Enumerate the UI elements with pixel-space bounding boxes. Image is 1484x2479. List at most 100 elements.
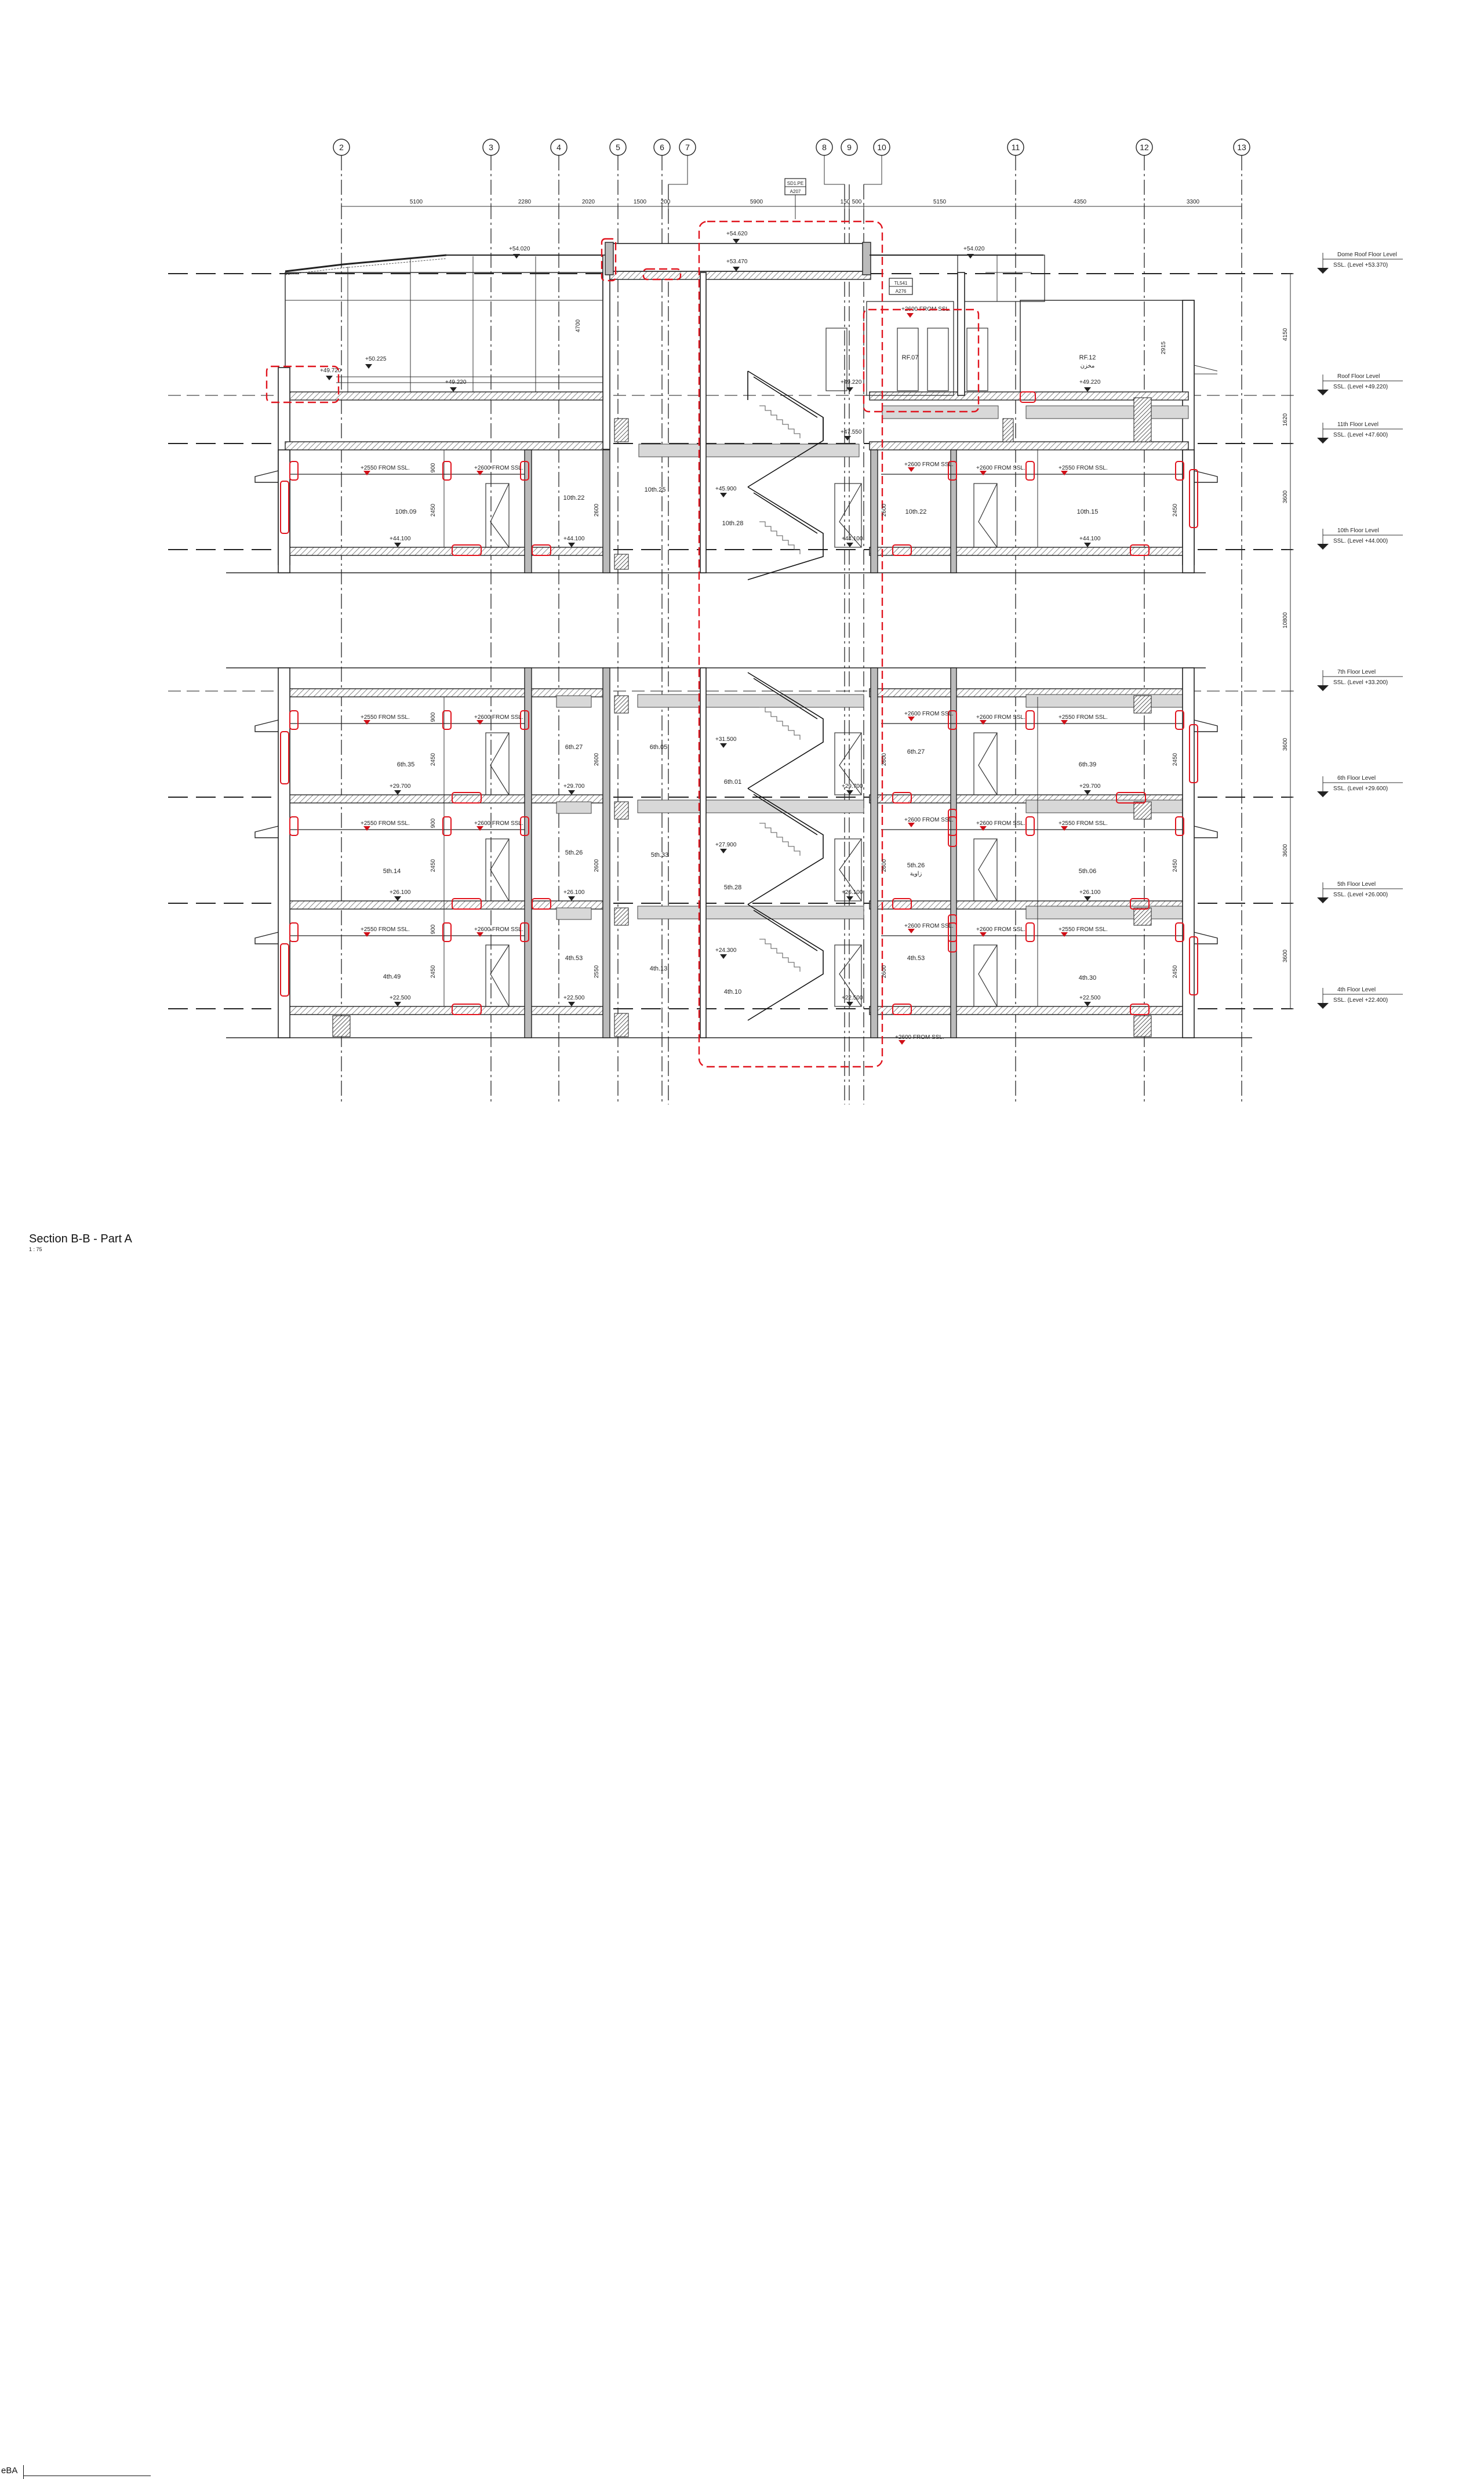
svg-text:+53.470: +53.470: [726, 259, 748, 265]
svg-text:2600: 2600: [594, 753, 600, 766]
svg-text:2600: 2600: [881, 753, 888, 766]
room-dims: 900 2450 2600 2600 2450 900 2450 2600 26…: [430, 463, 1179, 978]
svg-text:4th Floor Level: 4th Floor Level: [1337, 987, 1376, 993]
svg-text:10th.15: 10th.15: [1077, 508, 1099, 515]
svg-text:+2600 FROM SSL.: +2600 FROM SSL.: [904, 923, 954, 929]
svg-text:900: 900: [430, 463, 437, 472]
svg-text:3600: 3600: [1282, 490, 1289, 503]
svg-text:8: 8: [822, 143, 827, 152]
svg-text:SSL. (Level +33.200): SSL. (Level +33.200): [1333, 679, 1388, 686]
grid-bubble-9: 9: [841, 139, 858, 156]
svg-text:+22.500: +22.500: [1079, 995, 1101, 1001]
svg-text:5: 5: [616, 143, 620, 152]
svg-text:+22.500: +22.500: [563, 995, 585, 1001]
svg-text:Dome Roof Floor Level: Dome Roof Floor Level: [1337, 252, 1397, 258]
svg-text:12: 12: [1140, 143, 1149, 152]
svg-text:+2600 FROM SSL.: +2600 FROM SSL.: [474, 465, 523, 471]
svg-text:A276: A276: [896, 289, 907, 294]
svg-text:+22.500: +22.500: [842, 995, 863, 1001]
svg-text:2600: 2600: [594, 503, 600, 517]
svg-text:2: 2: [339, 143, 344, 152]
svg-text:2600: 2600: [594, 859, 600, 872]
grid-bubble-8: 8: [816, 139, 833, 156]
svg-text:TL541: TL541: [894, 281, 908, 286]
svg-text:SSL. (Level +49.220): SSL. (Level +49.220): [1333, 384, 1388, 390]
svg-text:+2600 FROM SSL.: +2600 FROM SSL.: [904, 461, 954, 468]
svg-text:2450: 2450: [1172, 859, 1179, 872]
svg-text:6th.39: 6th.39: [1079, 761, 1097, 768]
svg-text:+44.100: +44.100: [842, 536, 863, 542]
svg-text:+2600 FROM SSL.: +2600 FROM SSL.: [976, 465, 1025, 471]
side-dimension-chain: 4150 1620 3600 10800 3600 3600 3600: [1282, 273, 1294, 1009]
svg-text:2600: 2600: [881, 859, 888, 872]
svg-text:4th.10: 4th.10: [724, 988, 742, 995]
floor-annotations: +2550 FROM SSL. +2600 FROM SSL. +2600 FR…: [361, 429, 1179, 1045]
svg-text:3300: 3300: [1187, 199, 1200, 205]
svg-text:SSL. (Level +29.600): SSL. (Level +29.600): [1333, 786, 1388, 792]
svg-text:+2550 FROM SSL.: +2550 FROM SSL.: [361, 714, 410, 721]
svg-text:3: 3: [489, 143, 493, 152]
svg-text:+44.100: +44.100: [390, 536, 411, 542]
svg-text:10th Floor Level: 10th Floor Level: [1337, 528, 1379, 534]
svg-text:SSL. (Level +44.000): SSL. (Level +44.000): [1333, 538, 1388, 544]
svg-text:+49.720: +49.720: [320, 368, 341, 374]
svg-text:13: 13: [1237, 143, 1246, 152]
svg-text:+54.020: +54.020: [963, 246, 985, 252]
svg-text:2450: 2450: [430, 753, 437, 766]
svg-text:4700: 4700: [575, 319, 581, 332]
svg-text:2450: 2450: [1172, 503, 1179, 517]
svg-text:3600: 3600: [1282, 844, 1289, 857]
svg-text:4350: 4350: [1074, 199, 1087, 205]
section-tag-sd1: SD1.PE A207: [784, 178, 806, 219]
walls: [254, 272, 1218, 1038]
svg-text:2550: 2550: [594, 965, 600, 978]
markup-clouds: [265, 220, 1198, 1068]
svg-text:A207: A207: [790, 189, 801, 194]
svg-text:4th.53: 4th.53: [565, 955, 583, 962]
level-marker-dome-roof: Dome Roof Floor Level SSL. (Level +53.37…: [1317, 252, 1403, 274]
svg-text:6th.27: 6th.27: [565, 744, 583, 751]
grid-bubble-12: 12: [1136, 139, 1153, 156]
svg-text:4150: 4150: [1282, 328, 1289, 341]
level-marker-5th: 5th Floor Level SSL. (Level +26.000): [1317, 881, 1403, 903]
svg-text:2450: 2450: [430, 503, 437, 517]
svg-text:+31.500: +31.500: [715, 736, 737, 743]
svg-text:+2600 FROM SSL.: +2600 FROM SSL.: [474, 926, 523, 933]
svg-text:+2600 FROM SSL.: +2600 FROM SSL.: [976, 714, 1025, 721]
section-drawing: 2 3 4 5 6 7 8 9 10 11 12 13 5100 2280 20…: [168, 139, 1403, 1104]
svg-text:+29.700: +29.700: [842, 783, 863, 790]
svg-text:6th.05: 6th.05: [650, 744, 668, 751]
grid-lines: [341, 155, 1242, 1104]
svg-text:150: 150: [841, 199, 850, 205]
svg-text:1620: 1620: [1282, 413, 1289, 426]
svg-text:+2600 FROM SSL.: +2600 FROM SSL.: [976, 926, 1025, 933]
svg-text:6th.35: 6th.35: [397, 761, 415, 768]
svg-text:4: 4: [556, 143, 561, 152]
spot-levels: +47.550 +45.900 +44.100 +44.100 +44.100 …: [390, 429, 1101, 1006]
svg-text:2450: 2450: [430, 965, 437, 978]
svg-text:RF.07: RF.07: [902, 354, 919, 361]
svg-text:10th.28: 10th.28: [722, 520, 744, 527]
level-marker-11th: 11th Floor Level SSL. (Level +47.600): [1317, 421, 1403, 444]
level-marker-10th: 10th Floor Level SSL. (Level +44.000): [1317, 528, 1403, 550]
ceiling-notes: +2550 FROM SSL. +2600 FROM SSL. +2600 FR…: [361, 461, 1108, 1045]
svg-text:+54.620: +54.620: [726, 231, 748, 237]
svg-text:5150: 5150: [933, 199, 947, 205]
grid-bubble-3: 3: [482, 139, 500, 156]
section-title: Section B-B - Part A: [29, 1233, 132, 1245]
svg-text:6th Floor Level: 6th Floor Level: [1337, 775, 1376, 781]
svg-text:+2550 FROM SSL.: +2550 FROM SSL.: [361, 820, 410, 827]
svg-text:+26.100: +26.100: [390, 889, 411, 896]
svg-text:+2550 FROM SSL.: +2550 FROM SSL.: [361, 926, 410, 933]
svg-text:1500: 1500: [634, 199, 647, 205]
svg-text:5th.33: 5th.33: [651, 852, 669, 859]
svg-text:7th Floor Level: 7th Floor Level: [1337, 669, 1376, 675]
svg-text:+27.900: +27.900: [715, 842, 737, 848]
level-marker-4th: 4th Floor Level SSL. (Level +22.400): [1317, 987, 1403, 1009]
ceiling-beams: [332, 397, 1189, 1037]
svg-text:+26.100: +26.100: [563, 889, 585, 896]
svg-text:10th.22: 10th.22: [563, 495, 585, 501]
svg-text:7: 7: [685, 143, 690, 152]
svg-text:2600: 2600: [881, 503, 888, 517]
svg-text:11: 11: [1012, 143, 1020, 152]
